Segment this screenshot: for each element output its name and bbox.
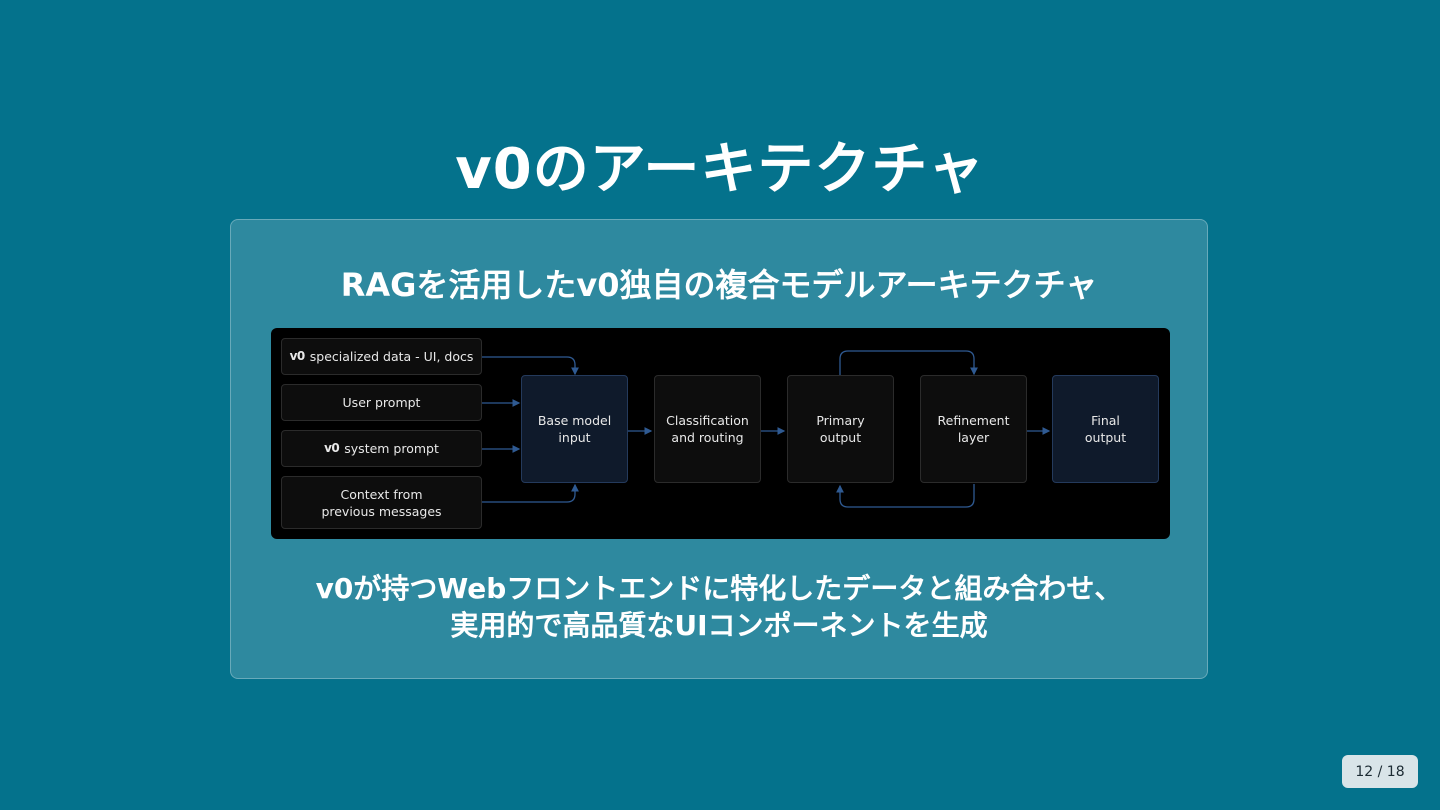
slide-title: v0のアーキテクチャ [455,137,985,202]
v0-logo-icon: v0 [324,441,340,455]
v0-logo-icon: v0 [289,349,306,363]
connector-context [482,483,579,503]
input-label: specialized data - UI, docs [309,349,474,364]
stage-final-output: Final output [1052,375,1159,483]
input-label: User prompt [342,395,421,410]
card-heading: RAGを活用したv0独自の複合モデルアーキテクチャ [340,266,1098,304]
stage-label: Refinement layer [937,413,1010,445]
input-label: Context from previous messages [321,486,442,519]
connector-refinement-to-primary [836,484,975,508]
page-indicator[interactable]: 12 / 18 [1342,755,1418,788]
input-user-prompt: User prompt [281,384,482,421]
content-card: RAGを活用したv0独自の複合モデルアーキテクチャ [230,219,1208,679]
card-caption: v0が持つWebフロントエンドに特化したデータと組み合わせ、 実用的で高品質なU… [315,572,1123,642]
stage-label: Final output [1084,413,1127,445]
stage-label: Base model input [537,413,612,445]
stage-primary-output: Primary output [787,375,894,483]
stage-label: Classification and routing [666,413,749,445]
input-system-prompt: v0 system prompt [281,430,482,467]
connector-primary-to-refinement [839,350,978,376]
stage-label: Primary output [816,413,865,445]
architecture-diagram: v0 specialized data - UI, docs User prom… [271,328,1170,539]
input-label: system prompt [344,441,439,456]
input-context: Context from previous messages [281,476,482,529]
input-specialized-data: v0 specialized data - UI, docs [281,338,482,375]
stage-base-model-input: Base model input [521,375,628,483]
diagram-connectors [482,350,1051,508]
stage-classification-routing: Classification and routing [654,375,761,483]
stage-refinement-layer: Refinement layer [920,375,1027,483]
connector-specialized-data [482,356,579,376]
